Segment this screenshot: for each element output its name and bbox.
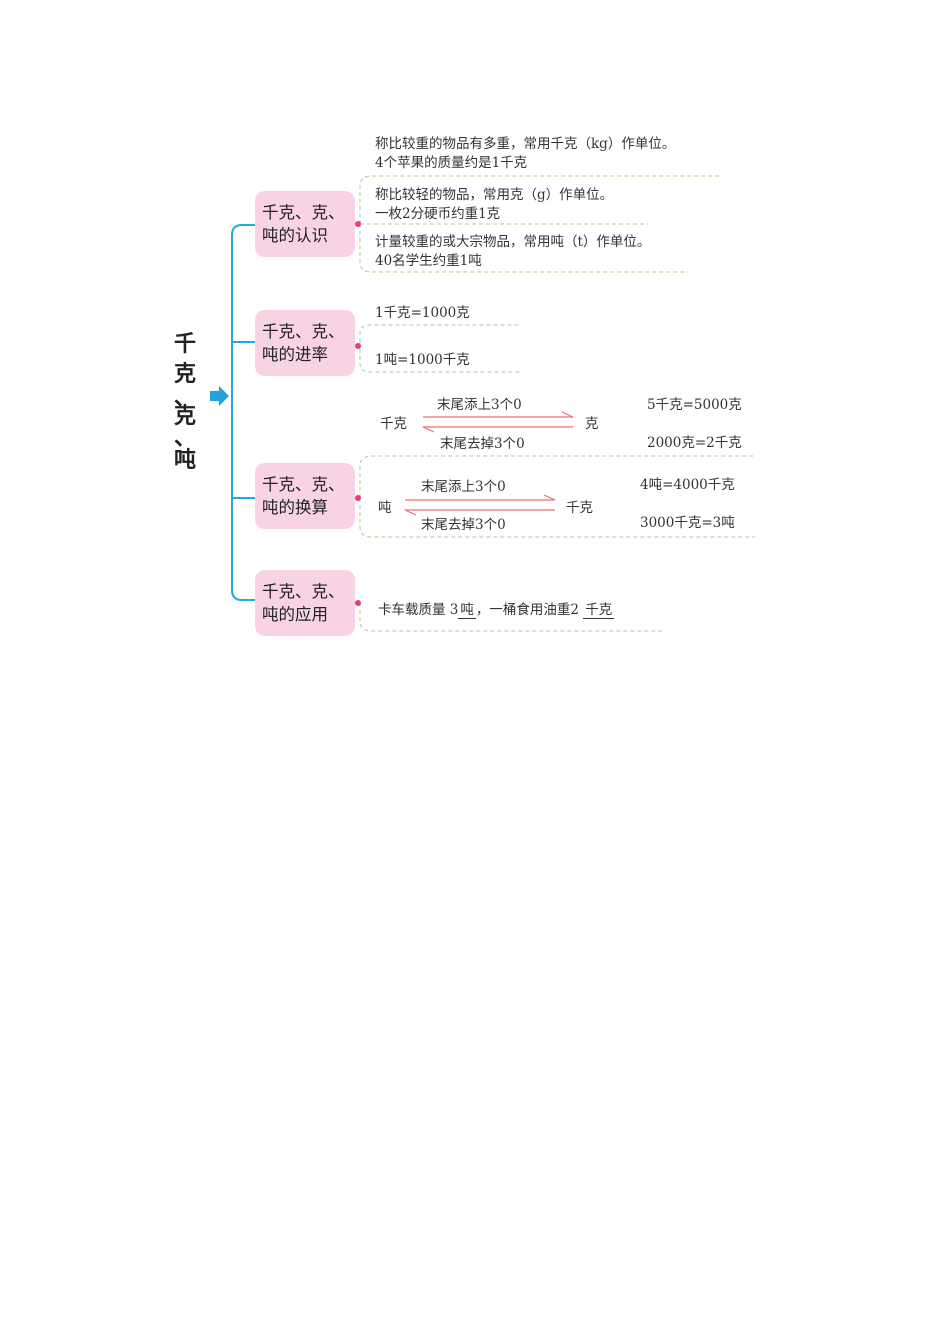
main-branch-line (231, 224, 255, 601)
recognition-text: 一枚2分硬币约重1克 (375, 206, 501, 222)
recognition-text: 称比较重的物品有多重，常用千克（kg）作单位。 (375, 136, 676, 152)
node-recognition: 千克、克、吨的认识 (255, 191, 355, 257)
title-char: 克 (173, 404, 196, 429)
conversion-label: 末尾添上3个0 (421, 479, 506, 495)
conversion-example: 2000克=2千克 (647, 435, 742, 451)
dot (355, 343, 361, 349)
conversion-unit: 千克 (566, 500, 593, 516)
rate-text: 1千克=1000克 (375, 305, 470, 321)
conversion-example: 5千克=5000克 (647, 397, 742, 413)
arrow-icon (210, 386, 229, 406)
node-application: 千克、克、吨的应用 (255, 570, 355, 636)
rate-text: 1吨=1000千克 (375, 352, 470, 368)
recognition-text: 40名学生约重1吨 (375, 253, 482, 269)
title-char: 吨 (173, 448, 196, 473)
conversion-unit: 千克 (380, 416, 407, 432)
recognition-text: 4个苹果的质量约是1千克 (375, 155, 528, 171)
conversion-label: 末尾去掉3个0 (440, 436, 525, 452)
conversion-unit: 吨 (378, 500, 392, 516)
connector-lines (210, 175, 755, 632)
title-char: 、 (173, 426, 196, 451)
dot (355, 495, 361, 501)
conversion-example: 4吨=4000千克 (640, 477, 735, 493)
dot (355, 221, 361, 227)
conversion-label: 末尾去掉3个0 (421, 517, 506, 533)
conversion-label: 末尾添上3个0 (437, 397, 522, 413)
conversion-unit: 克 (585, 416, 599, 432)
node-rates: 千克、克、吨的进率 (255, 310, 355, 376)
conversion-example: 3000千克=3吨 (640, 515, 735, 531)
dot (355, 600, 361, 606)
title-char: 克 (173, 362, 196, 387)
title-char: 、 (173, 386, 196, 411)
title-char: 千 (173, 332, 196, 357)
conversion-arrows (404, 411, 574, 516)
node-conversion: 千克、克、吨的换算 (255, 463, 355, 529)
recognition-text: 计量较重的或大宗物品，常用吨（t）作单位。 (375, 234, 651, 250)
recognition-text: 称比较轻的物品，常用克（g）作单位。 (375, 187, 614, 203)
